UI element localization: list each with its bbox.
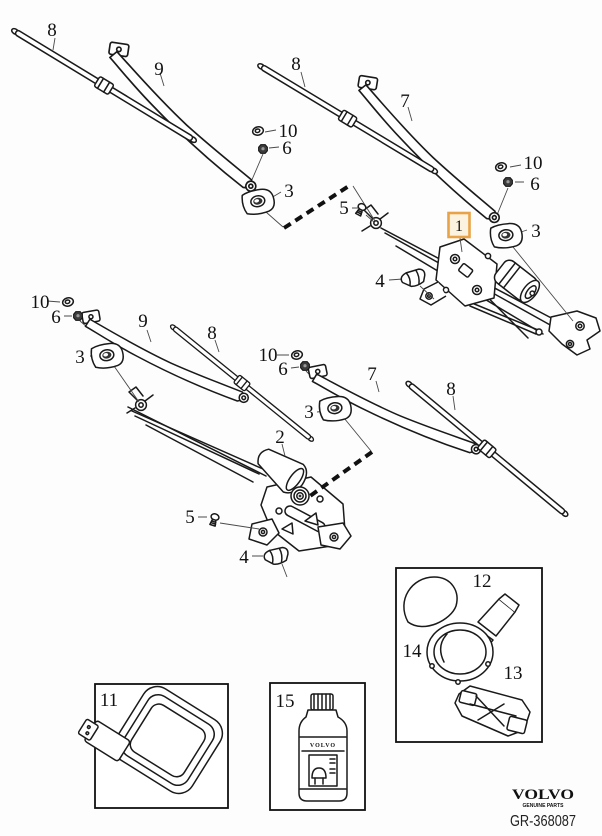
- callout-15-box: 15: [276, 691, 295, 712]
- callout-6-middle-right: 6: [278, 359, 288, 380]
- footer-brand-block: VOLVO GENUINE PARTS GR-368087: [510, 787, 576, 830]
- wiper-arm-9-top-left: [86, 34, 281, 195]
- callout-4-bottom: 4: [239, 547, 249, 568]
- callout-3-top-right: 3: [531, 221, 541, 242]
- callout-8-middle-left-blade: 8: [207, 323, 217, 344]
- seal-part-14: [403, 576, 458, 628]
- wiper-linkage-assembly-1: [361, 204, 601, 356]
- callout-labels: 8 9 10 6 3 8 7 10 6 3 5 4 10 6 9 8 3 10 …: [31, 20, 543, 712]
- cap-part-12: [426, 593, 520, 685]
- callout-10-top-left: 10: [279, 121, 298, 142]
- wiper-motor-2: [257, 448, 308, 494]
- callout-3-middle-left: 3: [75, 347, 85, 368]
- callout-5-top: 5: [339, 198, 349, 219]
- volvo-logo-text: VOLVO: [512, 787, 574, 803]
- callout-14-box: 14: [403, 641, 423, 662]
- cover-part-11: [77, 685, 224, 795]
- washer-fluid-bottle: VOLVO: [298, 693, 348, 802]
- callout-10-middle-left: 10: [31, 292, 50, 313]
- wiper-blade-8-middle-left: [167, 321, 317, 446]
- inset-box-15: VOLVO: [269, 682, 366, 811]
- callout-3-middle-right: 3: [304, 402, 314, 423]
- genuine-parts-tagline: GENUINE PARTS: [523, 803, 564, 809]
- callout-1-highlighted: 1: [447, 211, 471, 239]
- callout-9-top-left-arm: 9: [154, 59, 164, 80]
- callout-3-top-left: 3: [284, 181, 294, 202]
- callout-10-middle-right: 10: [259, 345, 278, 366]
- inset-box-12-13-14: [395, 567, 543, 743]
- callout-4-top: 4: [375, 271, 385, 292]
- callout-2-linkage: 2: [275, 427, 285, 448]
- wiper-arm-7-top-right: [336, 67, 524, 226]
- callout-6-middle-left: 6: [51, 307, 61, 328]
- bracket-part-13: [454, 685, 531, 737]
- callout-6-top-left: 6: [282, 138, 292, 159]
- callout-8-top-left-blade: 8: [47, 20, 57, 41]
- drawing-number: GR-368087: [510, 813, 576, 830]
- callout-1-label: 1: [455, 218, 463, 235]
- washers: [61, 124, 508, 362]
- callout-10-top-right: 10: [524, 153, 543, 174]
- callout-13-box: 13: [504, 663, 523, 684]
- wiper-motor-1: [493, 259, 541, 304]
- wiper-blade-8-top-right: [254, 59, 441, 179]
- callout-7-top-right-arm: 7: [400, 91, 410, 112]
- callout-8-top-right-blade: 8: [291, 54, 301, 75]
- inset-box-11: [77, 683, 229, 809]
- callout-11-box: 11: [100, 690, 118, 711]
- bottle-brand-label: VOLVO: [310, 743, 336, 749]
- callout-7-middle-arm: 7: [367, 364, 377, 385]
- wiper-linkage-assembly-2: [126, 386, 352, 552]
- callout-5-bottom: 5: [185, 507, 195, 528]
- wiper-blade-8-top-left: [8, 23, 200, 148]
- wiper-blade-8-bottom-right: [402, 377, 572, 521]
- callout-9-middle-arm: 9: [138, 311, 148, 332]
- callout-6-top-right: 6: [530, 174, 540, 195]
- callout-12-box: 12: [473, 571, 492, 592]
- callout-8-bottom-right-blade: 8: [446, 379, 456, 400]
